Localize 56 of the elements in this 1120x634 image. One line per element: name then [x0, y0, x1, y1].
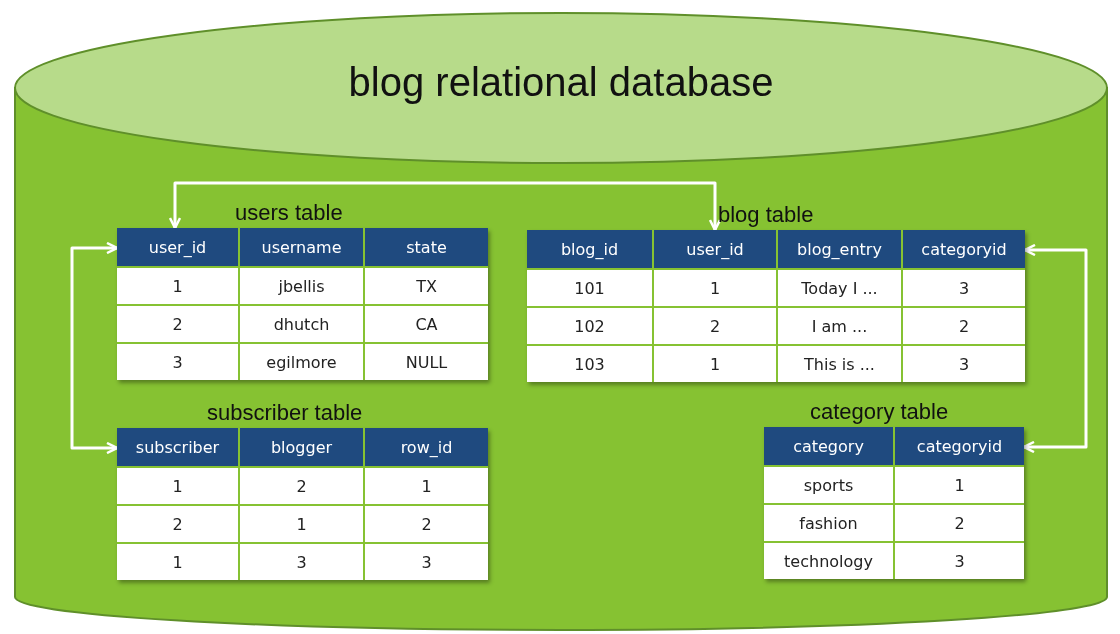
table-cell: 3: [903, 270, 1025, 306]
table-cell: 1: [654, 270, 776, 306]
table-cell: 3: [365, 544, 488, 580]
table-cell: 2: [240, 468, 363, 504]
table-heading: users table: [235, 200, 343, 226]
column-header: user_id: [654, 230, 776, 268]
table-cell: TX: [365, 268, 488, 304]
double-arrow: [1022, 243, 1088, 454]
table-heading: blog table: [718, 202, 814, 228]
column-header: username: [240, 228, 363, 266]
table-cell: 1: [654, 346, 776, 382]
table-cell: sports: [764, 467, 893, 503]
table-cell: fashion: [764, 505, 893, 541]
table-cell: 3: [117, 344, 238, 380]
table-cell: 2: [654, 308, 776, 344]
table-heading: category table: [810, 399, 949, 425]
table-cell: This is ...: [778, 346, 901, 382]
table-cell: 2: [365, 506, 488, 542]
table-cell: 101: [527, 270, 652, 306]
table-cell: Today I ...: [778, 270, 901, 306]
column-header: categoryid: [895, 427, 1024, 465]
table-cell: 102: [527, 308, 652, 344]
column-header: blogger: [240, 428, 363, 466]
database-title: blog relational database: [348, 60, 774, 104]
table-cell: 2: [117, 306, 238, 342]
table-cell: 2: [903, 308, 1025, 344]
table-cell: 3: [240, 544, 363, 580]
double-arrow: [70, 241, 119, 455]
column-header: user_id: [117, 228, 238, 266]
table-cell: 1: [895, 467, 1024, 503]
table-cell: egilmore: [240, 344, 363, 380]
table-cell: 2: [117, 506, 238, 542]
table-cell: 1: [117, 544, 238, 580]
table-cell: 2: [895, 505, 1024, 541]
double-arrow: [168, 181, 722, 232]
table-cell: 3: [895, 543, 1024, 579]
column-header: categoryid: [903, 230, 1025, 268]
column-header: blog_entry: [778, 230, 901, 268]
table-cell: 1: [117, 268, 238, 304]
column-header: subscriber: [117, 428, 238, 466]
table-cell: NULL: [365, 344, 488, 380]
table-cell: I am ...: [778, 308, 901, 344]
column-header: row_id: [365, 428, 488, 466]
column-header: category: [764, 427, 893, 465]
table-heading: subscriber table: [207, 400, 363, 426]
table-cell: jbellis: [240, 268, 363, 304]
column-header: state: [365, 228, 488, 266]
table-cell: 1: [240, 506, 363, 542]
table-cell: 3: [903, 346, 1025, 382]
table-cell: 1: [117, 468, 238, 504]
table-cell: dhutch: [240, 306, 363, 342]
table-cell: technology: [764, 543, 893, 579]
table-cell: 1: [365, 468, 488, 504]
table-cell: 103: [527, 346, 652, 382]
column-header: blog_id: [527, 230, 652, 268]
table-cell: CA: [365, 306, 488, 342]
